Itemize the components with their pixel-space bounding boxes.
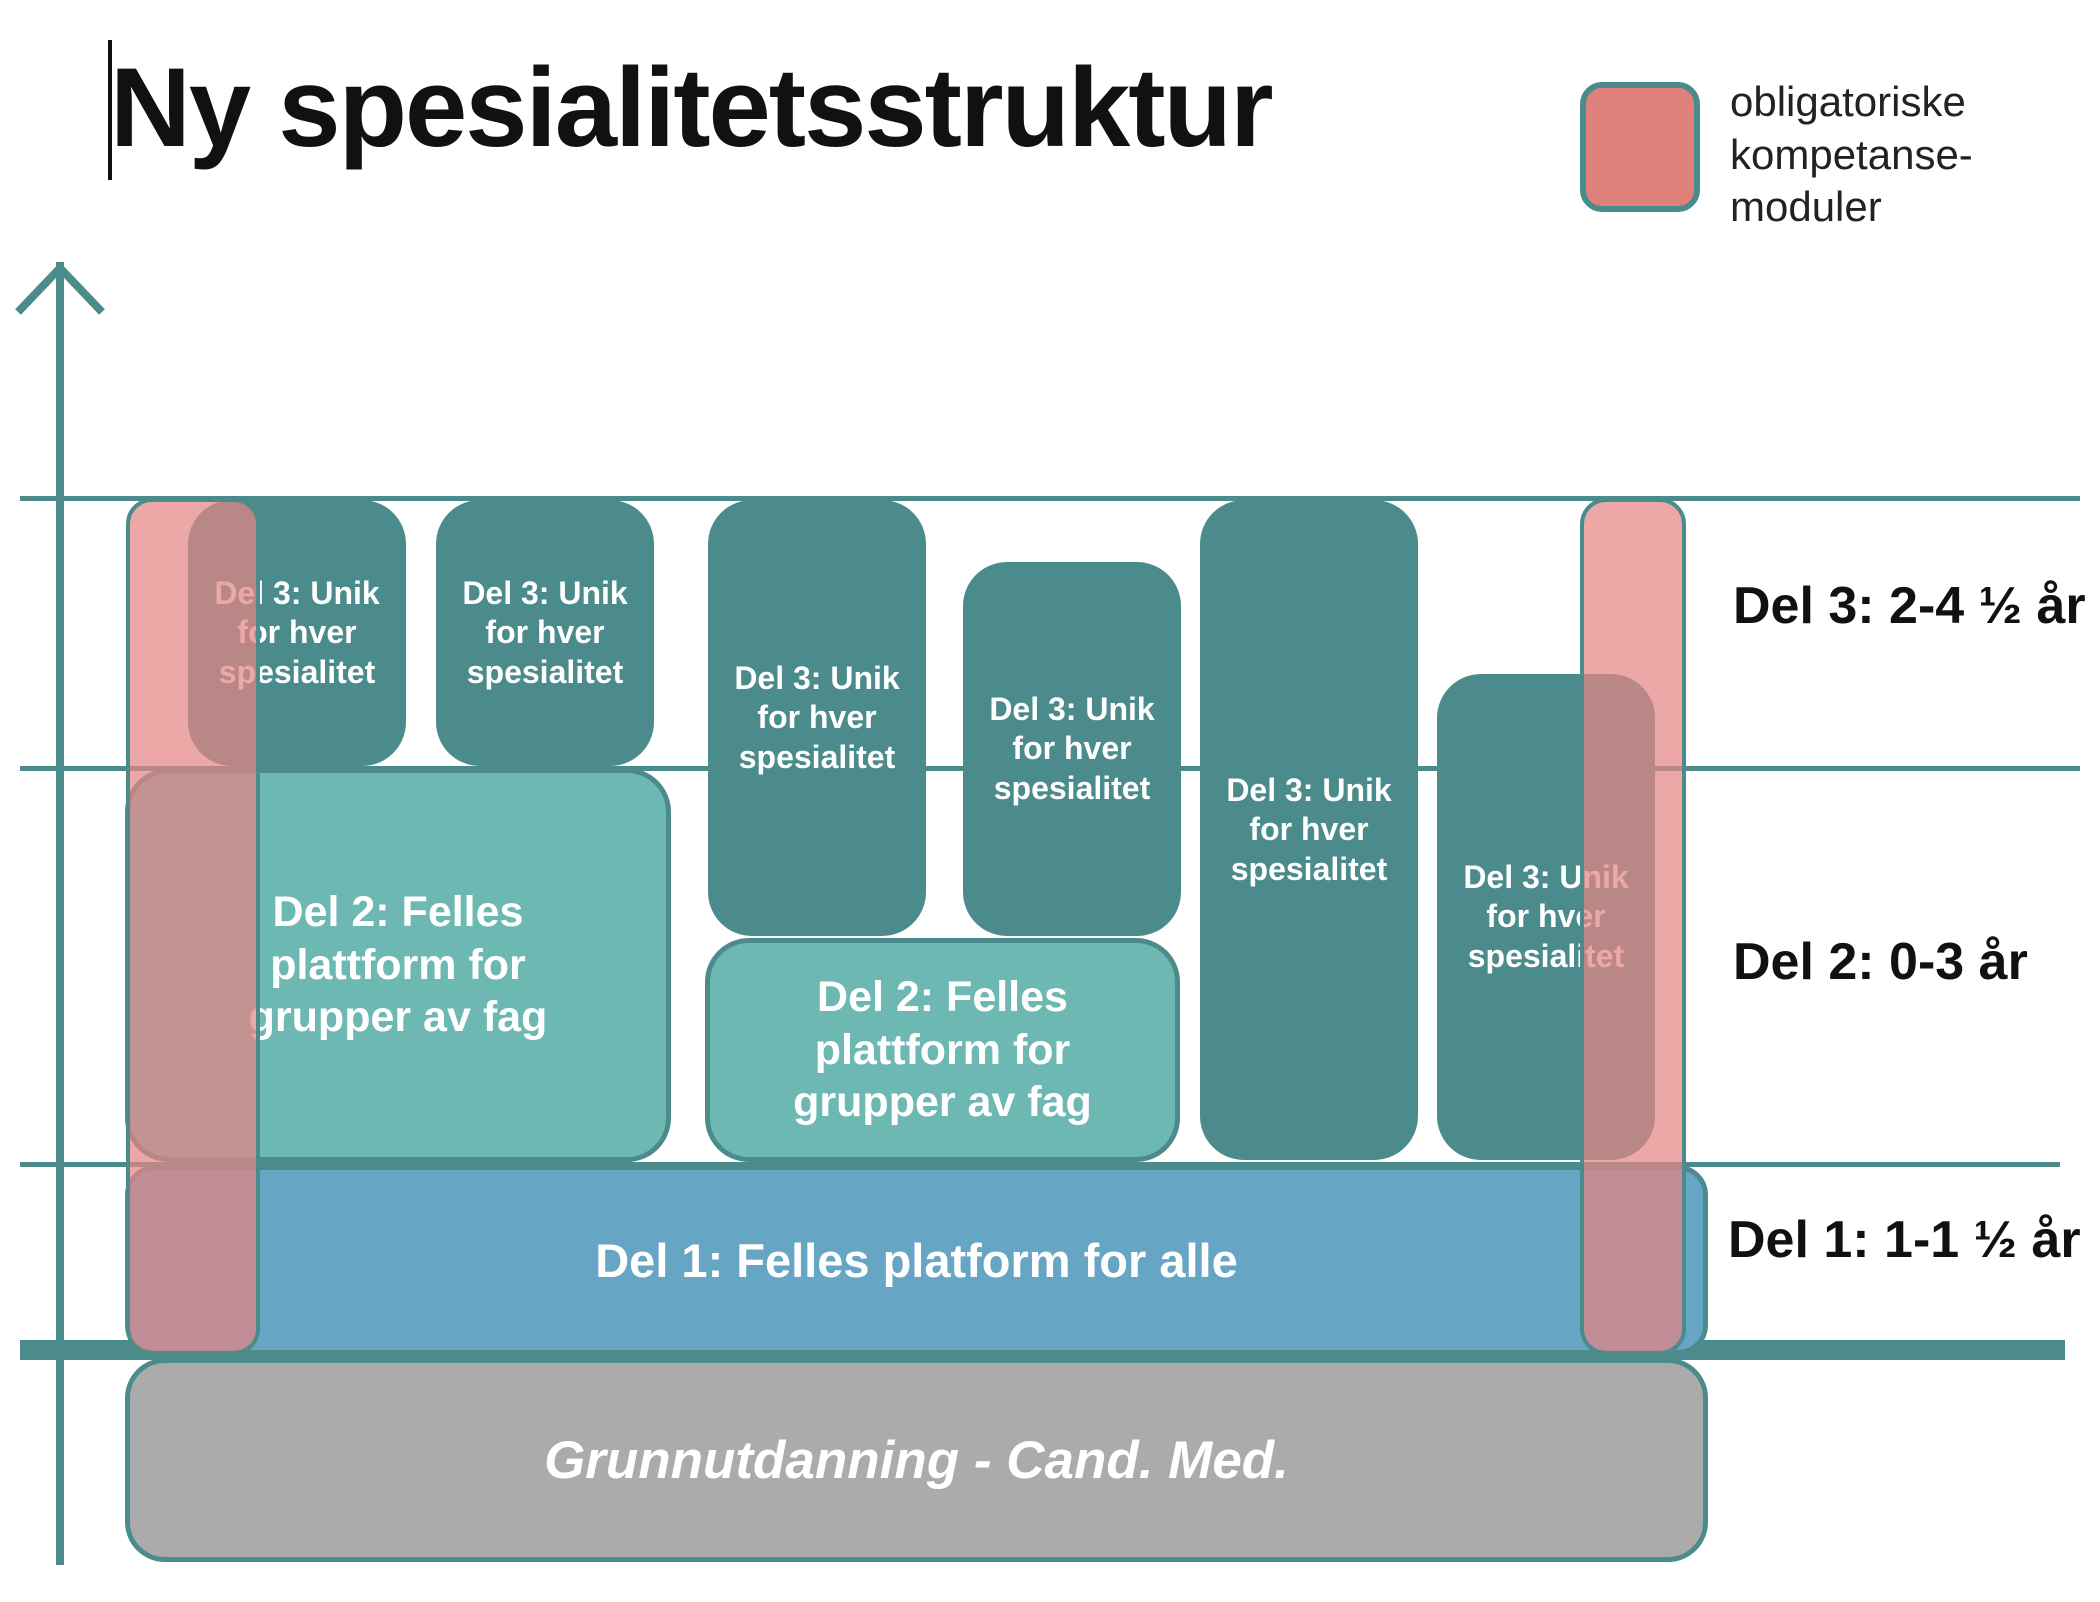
legend-swatch xyxy=(1580,82,1700,212)
y-axis-arrow xyxy=(15,262,105,1565)
del3-box-3: Del 3: Unik for hver spesialitet xyxy=(708,500,926,936)
phase-label-del3: Del 3: 2-4 ½ år xyxy=(1733,577,2086,635)
del1-box: Del 1: Felles platform for alle xyxy=(125,1165,1708,1355)
competence-module-right xyxy=(1580,498,1686,1355)
competence-module-left xyxy=(126,498,260,1355)
phase-label-del2: Del 2: 0-3 år xyxy=(1733,933,2028,991)
phase-line-del2-del1 xyxy=(20,1162,2060,1167)
phase-line-top xyxy=(20,496,2080,501)
del2-box-2: Del 2: Felles plattform for grupper av f… xyxy=(705,938,1180,1162)
del3-box-5: Del 3: Unik for hver spesialitet xyxy=(1200,500,1418,1160)
grunnutdanning-box: Grunnutdanning - Cand. Med. xyxy=(125,1358,1708,1562)
page-title: Ny spesialitetsstruktur xyxy=(110,45,1274,170)
del3-box-4: Del 3: Unik for hver spesialitet xyxy=(963,562,1181,936)
title-bar xyxy=(108,40,112,180)
del3-box-2: Del 3: Unik for hver spesialitet xyxy=(436,500,654,766)
legend-label: obligatoriske kompetanse- moduler xyxy=(1730,78,1973,230)
phase-label-del1: Del 1: 1-1 ½ år xyxy=(1728,1211,2081,1269)
